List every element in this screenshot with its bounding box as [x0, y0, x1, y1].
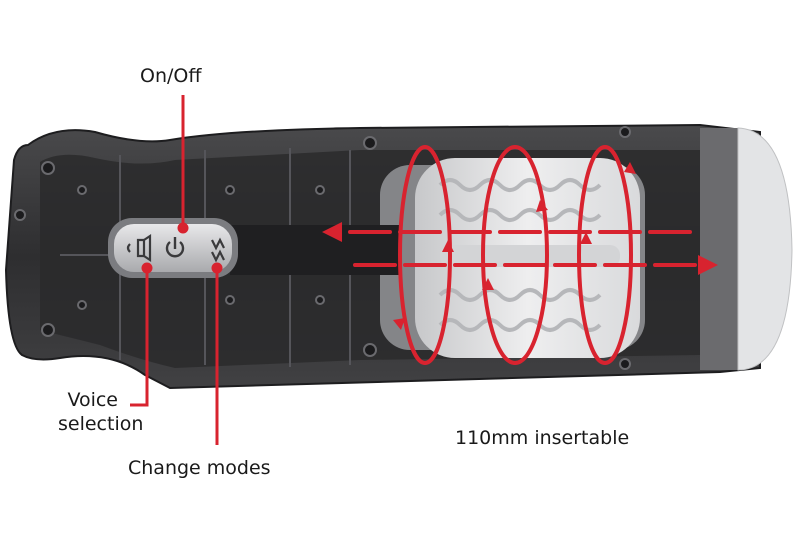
rotation-loop-3: [577, 145, 633, 365]
screw-bosses: [14, 126, 631, 370]
voice-selection-label-line1: Voice: [67, 389, 118, 411]
callout-voice-dot: [141, 262, 153, 274]
mode-icon: [211, 237, 225, 263]
rotation-loop-1: [398, 145, 452, 365]
callout-onoff-dot: [177, 222, 189, 234]
motion-arrows: [322, 145, 718, 365]
insertable-length-label: 110mm insertable: [455, 427, 630, 449]
inner-sleeve: [380, 158, 645, 358]
power-icon: [165, 237, 185, 258]
callout-lines: [130, 95, 223, 445]
sleeve-cap: [700, 127, 793, 371]
change-modes-label: Change modes: [128, 457, 271, 479]
rotation-arrowheads: [393, 162, 636, 330]
voice-selection-label-line2: selection: [58, 413, 144, 435]
callout-voice-line: [130, 268, 149, 407]
voice-selection-label: Voice selection: [58, 388, 144, 436]
rotation-loop-2: [481, 145, 549, 365]
voice-icon: [126, 233, 152, 263]
callout-change-dot: [211, 262, 223, 274]
on-off-label: On/Off: [140, 65, 202, 87]
control-panel: [108, 218, 238, 278]
